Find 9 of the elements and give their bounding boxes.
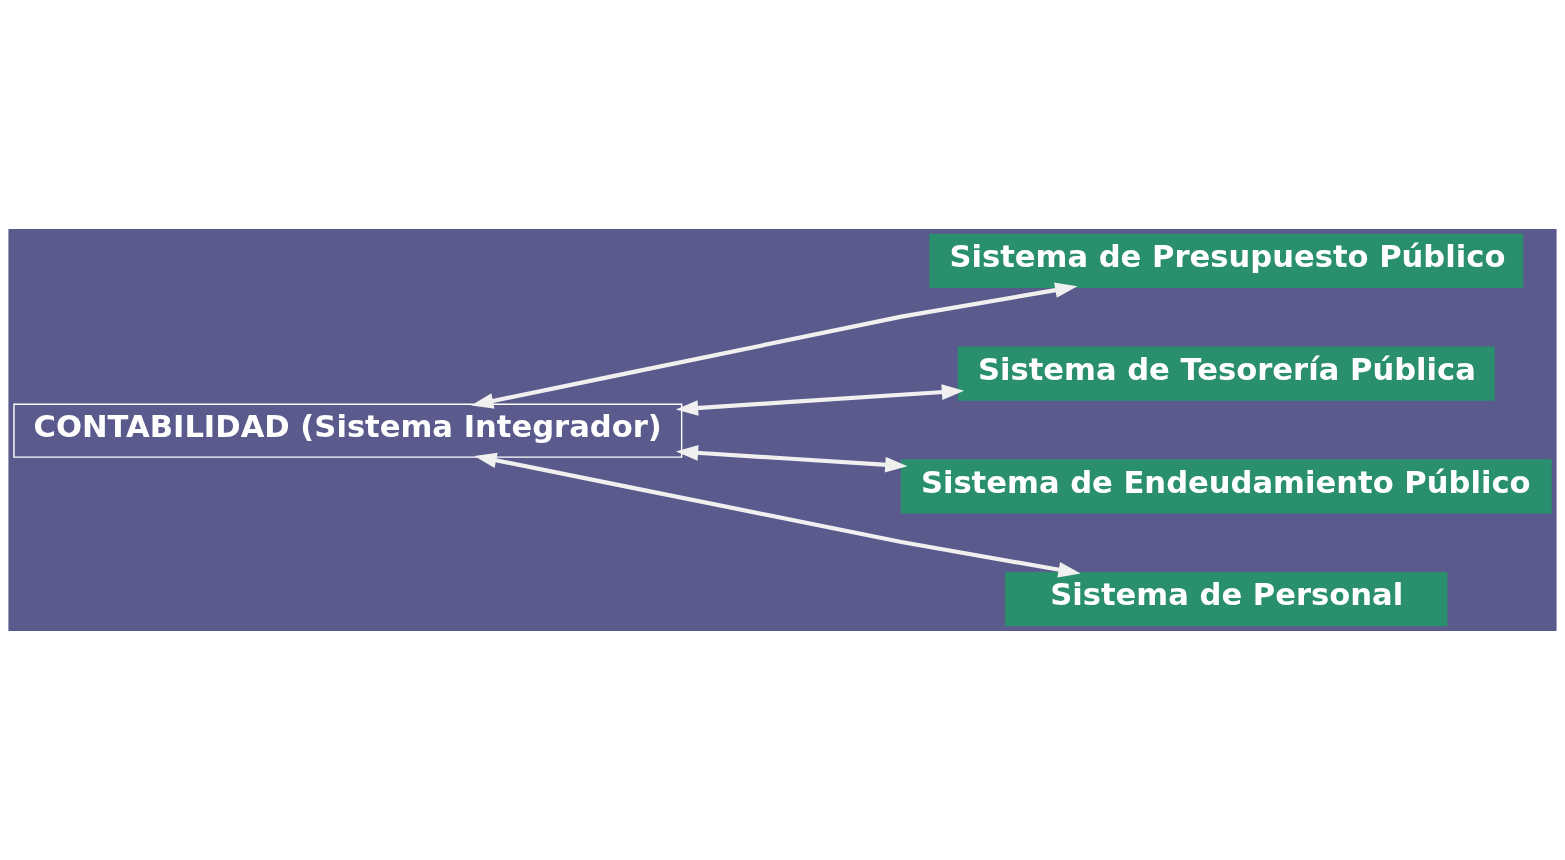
node-box: Sistema de Endeudamiento Público [900, 459, 1552, 514]
arrow [675, 445, 908, 473]
node-box: Sistema de Presupuesto Público [929, 233, 1524, 289]
arrow [474, 452, 1081, 578]
node-box: Sistema de Personal [1005, 571, 1448, 627]
node-box: CONTABILIDAD (Sistema Integrador) [13, 403, 683, 458]
arrow [675, 384, 965, 416]
node-box: Sistema de Tesorería Pública [957, 346, 1495, 401]
arrow [471, 282, 1078, 409]
